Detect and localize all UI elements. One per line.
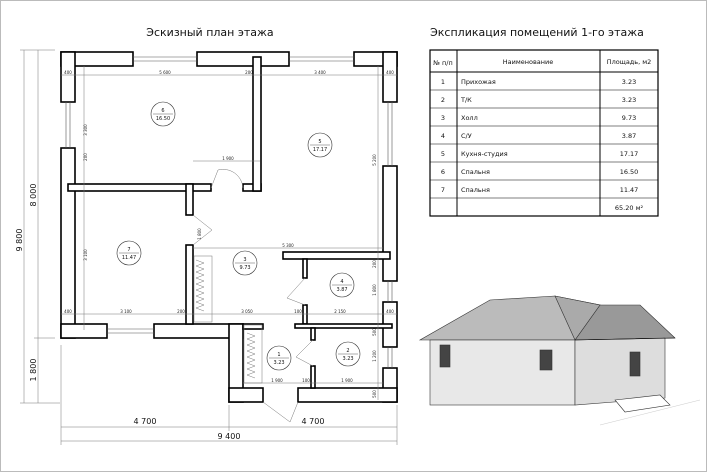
room-area: 3.23 <box>342 356 353 362</box>
dim-left-width: 4 700 <box>134 417 157 426</box>
overall-dimensions: 9 800 8 000 1 800 4 700 4 700 9 400 <box>15 49 398 445</box>
row-area: 3.23 <box>622 78 636 86</box>
dim-label: 100 <box>294 309 302 314</box>
header-number: № п/п <box>432 59 453 67</box>
room-marker-3: 3 9.73 <box>232 250 258 276</box>
dim-label: 400 <box>386 309 394 314</box>
dim-label: 1 900 <box>271 378 283 383</box>
dim-label: 3 050 <box>241 309 253 314</box>
windows <box>65 56 393 368</box>
row-area: 9.73 <box>622 114 636 122</box>
walls <box>60 51 398 403</box>
room-number: 1 <box>277 352 280 358</box>
inner-dimension-lines <box>61 66 397 400</box>
total-area: 65.20 м² <box>615 204 644 212</box>
room-number: 7 <box>127 247 130 253</box>
dim-label: 400 <box>64 70 72 75</box>
dim-label: 400 <box>386 70 394 75</box>
dim-main-height: 8 000 <box>29 184 38 207</box>
row-number: 7 <box>441 186 445 194</box>
dim-label: 1 800 <box>372 284 377 296</box>
row-name: Спальня <box>461 168 490 176</box>
room-number: 3 <box>243 257 246 263</box>
room-area: 16.50 <box>156 116 170 122</box>
dim-label: 5 200 <box>372 154 377 166</box>
row-name: Кухня-студия <box>461 150 508 158</box>
room-marker-7: 7 11.47 <box>116 240 142 266</box>
dim-label: 5 300 <box>282 243 294 248</box>
explication-title: Экспликация помещений 1-го этажа <box>430 26 644 39</box>
row-area: 17.17 <box>620 150 639 158</box>
dim-label: 1 200 <box>372 350 377 362</box>
plan-title: Эскизный план этажа <box>146 26 273 39</box>
dim-label: 100 <box>302 378 310 383</box>
room-area: 11.47 <box>122 255 136 261</box>
room-area: 17.17 <box>313 147 327 153</box>
row-area: 16.50 <box>620 168 639 176</box>
row-name: Холл <box>461 114 478 122</box>
room-number: 2 <box>346 348 349 354</box>
row-name: Спальня <box>461 186 490 194</box>
dim-label: 200 <box>177 309 185 314</box>
dim-label: 3 100 <box>120 309 132 314</box>
dim-label: 500 <box>372 390 377 398</box>
room-marker-2: 2 3.23 <box>335 341 361 367</box>
room-area: 3.87 <box>336 287 347 293</box>
header-name: Наименование <box>503 58 554 66</box>
explication-rows: 1 Прихожая 3.23 2 Т/К 3.23 3 Холл 9.73 4 С/У 3.87 5 К… <box>441 78 638 194</box>
room-marker-6: 6 16.50 <box>150 101 176 127</box>
dim-label: 200 <box>245 70 253 75</box>
room-number: 4 <box>340 279 343 285</box>
dim-label: 400 <box>64 309 72 314</box>
row-number: 2 <box>441 96 445 104</box>
dim-label: 1 900 <box>341 378 353 383</box>
dim-label: 1 800 <box>197 228 202 240</box>
row-area: 3.23 <box>622 96 636 104</box>
row-number: 6 <box>441 168 445 176</box>
row-area: 3.87 <box>622 132 636 140</box>
room-marker-4: 4 3.87 <box>329 272 355 298</box>
room-area: 3.23 <box>273 360 284 366</box>
row-name: С/У <box>461 132 472 140</box>
dim-label: 3 300 <box>83 124 88 136</box>
row-number: 3 <box>441 114 445 122</box>
row-area: 11.47 <box>620 186 639 194</box>
row-name: Прихожая <box>461 78 496 86</box>
inner-dimension-labels: 400 5 600 200 3 400 400 400 3 100 200 3 … <box>64 70 394 398</box>
dim-porch-height: 1 800 <box>29 359 38 382</box>
dim-label: 3 100 <box>83 249 88 261</box>
dim-label: 3 400 <box>314 70 326 75</box>
dim-right-width: 4 700 <box>302 417 325 426</box>
explication-table: № п/п Наименование Площадь, м2 <box>429 49 659 217</box>
dim-label: 200 <box>372 260 377 268</box>
dim-total-height: 9 800 <box>15 229 24 252</box>
room-marker-1: 1 3.23 <box>266 345 292 371</box>
dim-label: 5 600 <box>159 70 171 75</box>
dim-label: 2 150 <box>334 309 346 314</box>
row-number: 1 <box>441 78 445 86</box>
room-marker-5: 5 17.17 <box>307 132 333 158</box>
room-area: 9.73 <box>239 265 250 271</box>
row-name: Т/К <box>460 96 472 104</box>
dim-total-width: 9 400 <box>218 432 241 441</box>
doors <box>192 169 314 423</box>
row-number: 4 <box>441 132 445 140</box>
room-number: 6 <box>161 108 164 114</box>
house-3d-sketch <box>418 295 701 426</box>
dim-label: 500 <box>372 328 377 336</box>
dim-label: 200 <box>83 153 88 161</box>
row-number: 5 <box>441 150 445 158</box>
room-number: 5 <box>318 139 321 145</box>
dim-label: 1 900 <box>222 156 234 161</box>
header-area: Площадь, м2 <box>607 58 652 66</box>
